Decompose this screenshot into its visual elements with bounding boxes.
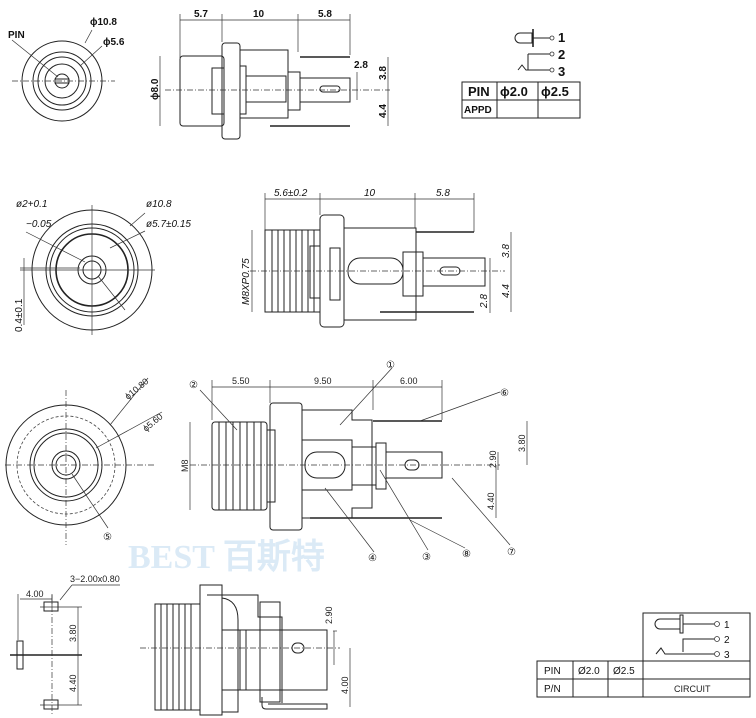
callout-3: ③ <box>422 552 431 563</box>
dim-5-6: 5.6±0.2 <box>274 188 308 199</box>
dim-4-4: 4.4 <box>501 284 512 298</box>
circuit-pin-2: 2 <box>724 635 730 646</box>
dim-pitch: 4.00 <box>26 589 44 599</box>
view3-front: ϕ10.80 ϕ5.60 ⑤ <box>5 376 165 545</box>
inner-dia-label: ø5.7±0.15 <box>146 219 191 230</box>
dim-3-8: 3.8 <box>378 66 389 80</box>
callout-6: ⑥ <box>500 388 509 399</box>
table-row-appd: APPD <box>464 105 492 116</box>
view4-pad-layout: 4.00 3−2.00x0.80 3.80 4.40 <box>10 574 120 715</box>
dim-4-40: 4.40 <box>68 674 78 692</box>
table-header-2-5: ϕ2.5 <box>541 84 569 99</box>
callout-1: ① <box>386 360 395 371</box>
callout-8: ⑧ <box>462 549 471 560</box>
dim-2-8: 2.8 <box>479 294 490 309</box>
circuit-pin-1: 1 <box>558 30 565 45</box>
outer-dia-label: ϕ10.8 <box>90 17 117 28</box>
dim-3-8: 3.8 <box>501 244 512 258</box>
callout-2: ② <box>189 380 198 391</box>
dim-5-8: 5.8 <box>318 9 332 20</box>
dim-4-00: 4.00 <box>340 676 350 694</box>
pin-tol-label: −0.05 <box>26 219 52 230</box>
dim-4-4: 4.4 <box>378 104 389 118</box>
callout-5: ⑤ <box>103 532 112 543</box>
dim-slots: 3−2.00x0.80 <box>70 574 120 584</box>
dim-6-00: 6.00 <box>400 376 418 386</box>
inner-dia-label: ϕ5.6 <box>103 37 125 48</box>
table-header-pin: PIN <box>468 84 490 99</box>
dim-2-90: 2.90 <box>488 450 498 468</box>
dim-3-80: 3.80 <box>517 434 527 452</box>
view2-front: ø2+0.1 −0.05 ø10.8 ø5.7±0.15 0.4±0.1 <box>14 199 191 335</box>
view4-side: 2.90 4.00 <box>140 584 351 716</box>
dim-9-50: 9.50 <box>314 376 332 386</box>
offset-label: 0.4±0.1 <box>14 298 25 332</box>
table-row-pn: P/N <box>544 684 561 695</box>
thread-lines <box>160 604 192 710</box>
view3-side: 5.50 9.50 6.00 M8 3.80 2.90 4.40 <box>180 360 528 564</box>
pin-label: PIN <box>8 30 25 41</box>
inner-dia-label: ϕ5.60 <box>141 411 165 433</box>
dim-10: 10 <box>253 9 265 20</box>
dim-body-dia: ϕ8.0 <box>150 78 161 100</box>
view1-front: PIN ϕ10.8 ϕ5.6 <box>8 17 125 122</box>
callout-7: ⑦ <box>507 547 516 558</box>
dim-2-90: 2.90 <box>324 606 334 624</box>
view1-circuit-symbol: 1 2 3 <box>514 29 565 79</box>
table-header-pin: PIN <box>544 666 561 677</box>
circuit-symbol: 1 2 3 <box>654 614 730 661</box>
view4-table: PIN Ø2.0 Ø2.5 P/N CIRCUIT 1 2 3 <box>536 612 751 698</box>
dim-3-80: 3.80 <box>68 624 78 642</box>
table-header-2-0: ϕ2.0 <box>500 84 528 99</box>
watermark: BEST 百斯特 <box>128 538 325 576</box>
dim-thread: M8 <box>180 459 190 472</box>
dim-10: 10 <box>364 188 376 199</box>
table-header-2-0: Ø2.0 <box>578 666 600 677</box>
table-header-2-5: Ø2.5 <box>613 666 635 677</box>
dim-5-50: 5.50 <box>232 376 250 386</box>
outer-dia-label: ø10.8 <box>146 199 172 210</box>
dim-5-8: 5.8 <box>436 188 450 199</box>
circuit-pin-3: 3 <box>724 650 730 661</box>
dim-5-7: 5.7 <box>194 9 208 20</box>
circuit-pin-3: 3 <box>558 64 565 79</box>
pin-dia-label: ø2+0.1 <box>16 199 47 210</box>
callout-4: ④ <box>368 553 377 564</box>
dim-thread: M8XP0.75 <box>241 258 252 305</box>
view2-side: 5.6±0.2 10 5.8 M8XP0.75 3.8 4.4 2.8 <box>241 188 512 328</box>
circuit-pin-2: 2 <box>558 47 565 62</box>
thread-lines <box>218 422 262 510</box>
view1-table: PIN ϕ2.0 ϕ2.5 APPD <box>461 81 581 119</box>
outer-dia-label: ϕ10.80 <box>123 376 151 401</box>
table-circuit-label: CIRCUIT <box>674 684 711 694</box>
dim-2-8: 2.8 <box>354 60 368 71</box>
view1-side: 5.7 10 5.8 ϕ8.0 2.8 3.8 4.4 <box>150 9 390 140</box>
circuit-pin-1: 1 <box>724 620 730 631</box>
dim-4-40: 4.40 <box>486 492 496 510</box>
